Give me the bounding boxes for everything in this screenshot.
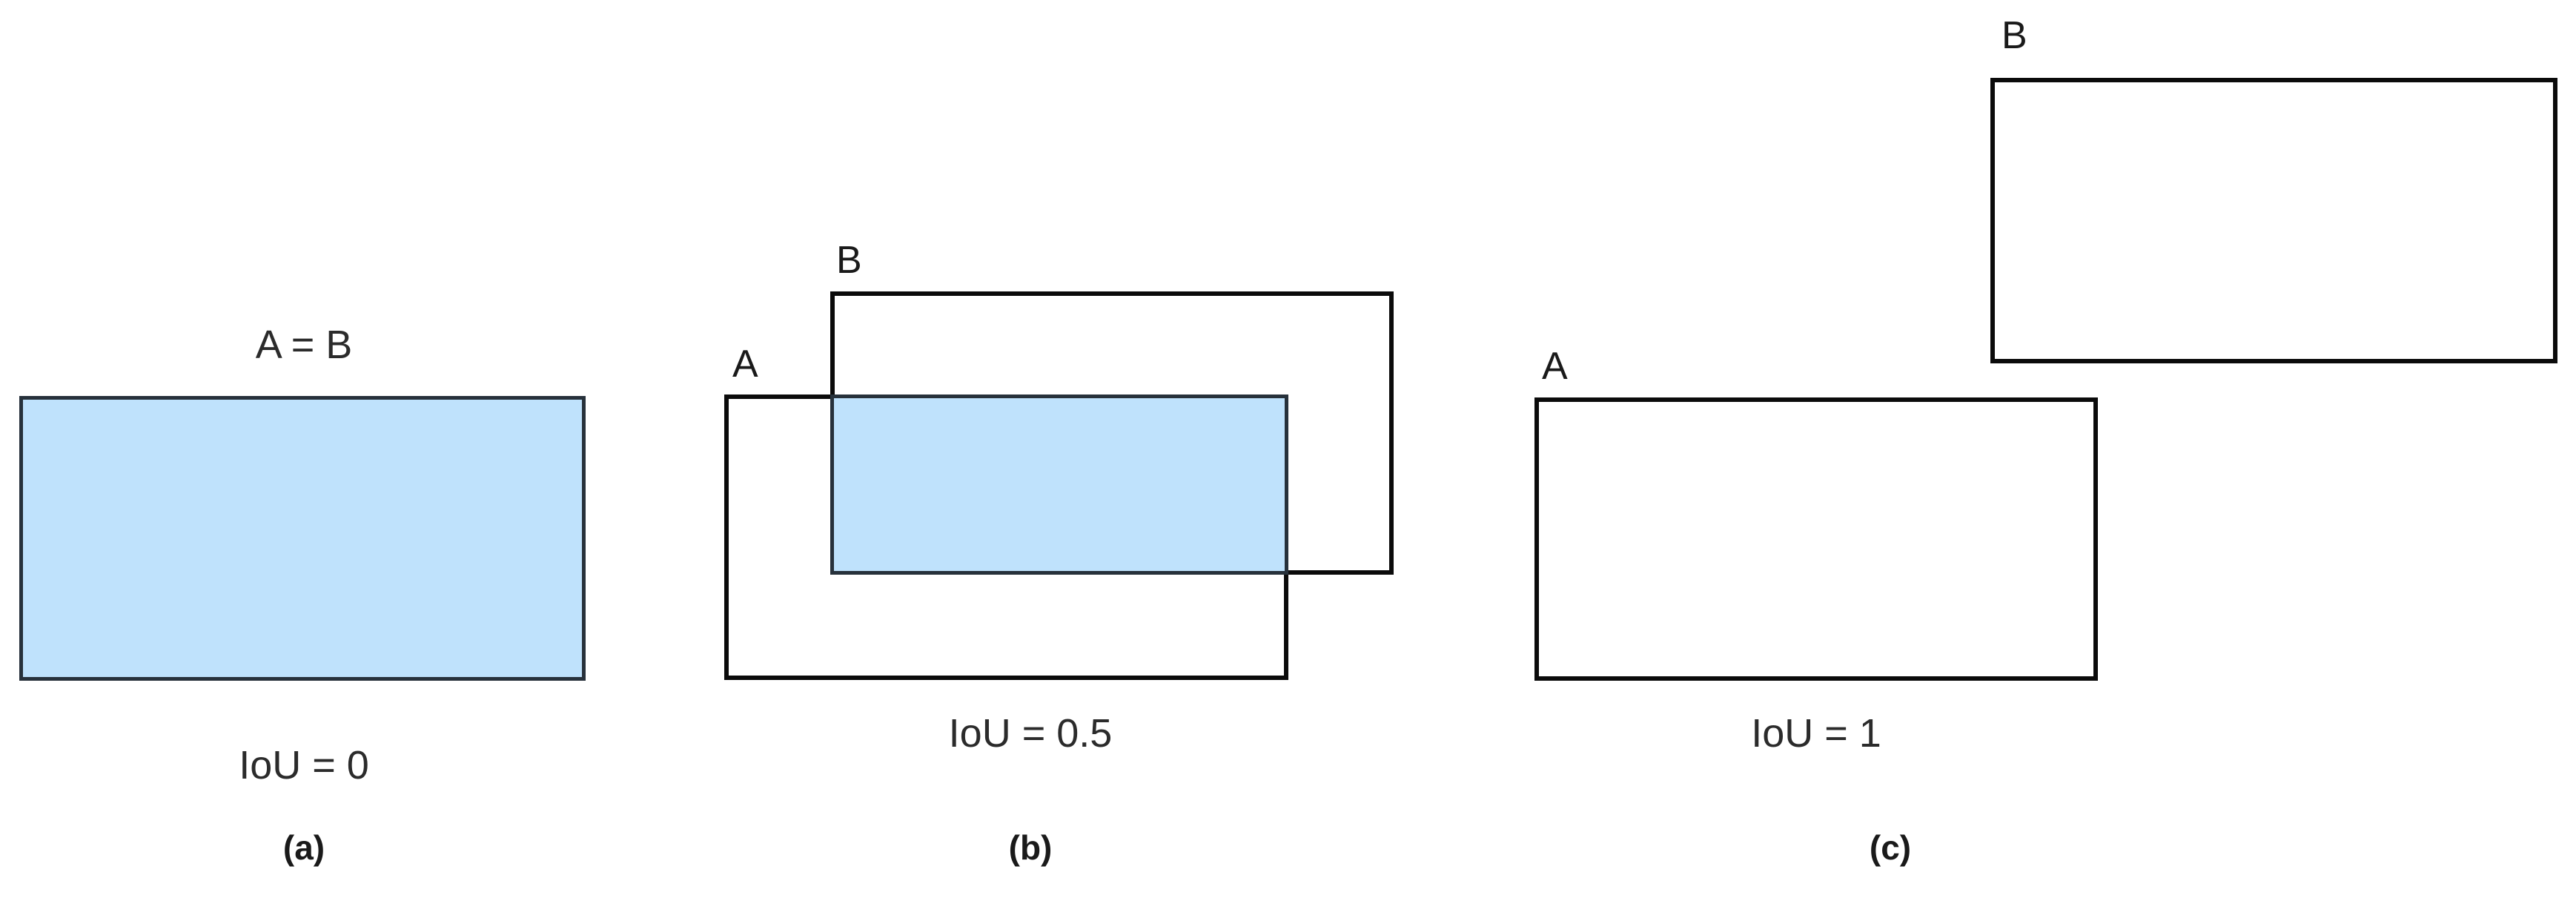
panel-a-box-ab bbox=[19, 396, 586, 681]
panel-b-intersection bbox=[830, 394, 1288, 575]
panel-c-label-a: A bbox=[1542, 345, 1568, 388]
panel-a-box-label: A = B bbox=[255, 323, 353, 367]
panel-a-caption: (a) bbox=[282, 828, 325, 867]
panel-b-iou-label: IoU = 0.5 bbox=[948, 711, 1113, 756]
panel-c-label-b: B bbox=[2001, 14, 2027, 57]
panel-b-label-a: A bbox=[732, 343, 758, 386]
panel-b-label-b: B bbox=[836, 239, 862, 282]
panel-c-iou-label: IoU = 1 bbox=[1751, 711, 1881, 756]
panel-a: A = B IoU = 0 (a) bbox=[0, 0, 667, 898]
panel-b-caption: (b) bbox=[1008, 828, 1053, 867]
panel-c-caption: (c) bbox=[1869, 828, 1912, 867]
panel-c-box-b bbox=[1990, 78, 2557, 363]
panel-a-iou-label: IoU = 0 bbox=[239, 743, 369, 788]
panel-c-box-a bbox=[1534, 397, 2098, 681]
